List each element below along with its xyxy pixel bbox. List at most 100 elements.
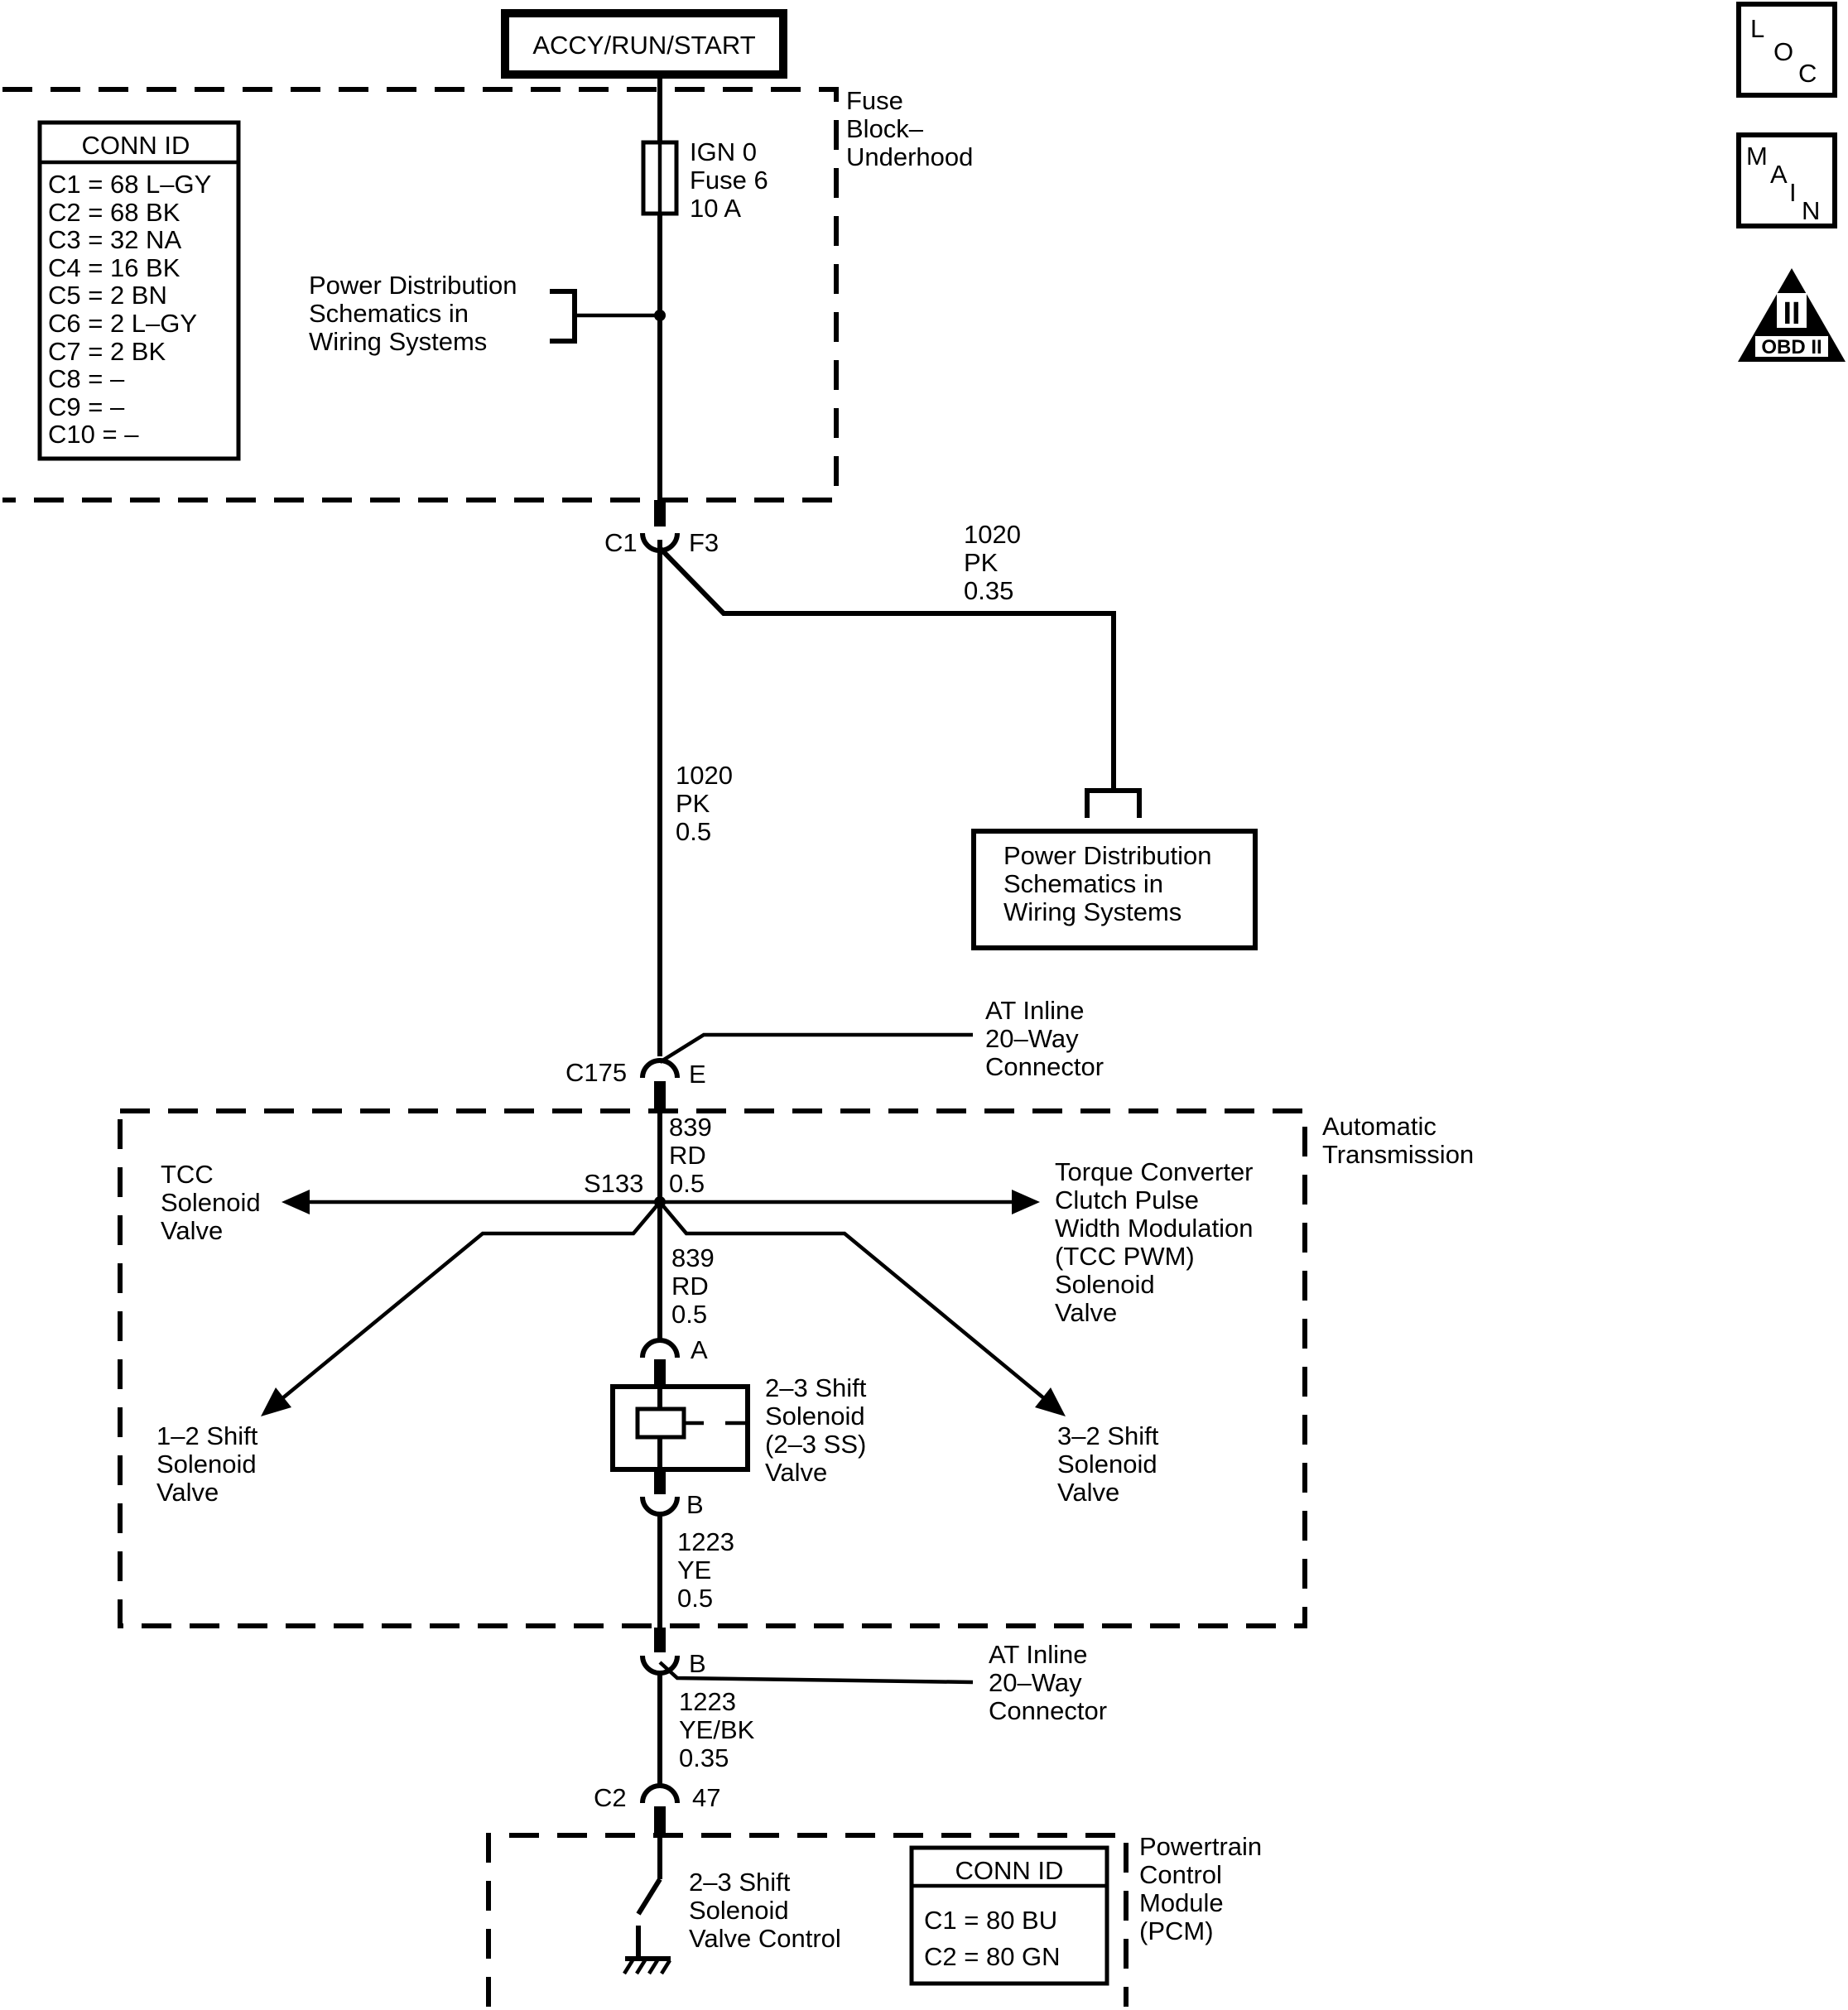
pcm-label-2: Control (1139, 1860, 1222, 1889)
solenoid-23-label-1: 2–3 Shift (765, 1373, 867, 1402)
power-dist-ref-line-2: Schematics in (309, 299, 469, 328)
pcm-control-label-3: Valve Control (689, 1924, 841, 1953)
obd-ii-badge: II OBD II (1738, 268, 1846, 362)
shift-12-label-2: Solenoid (156, 1450, 257, 1479)
wire-839-top-circuit: 839 (669, 1113, 712, 1142)
fuse-block-conn-id-table: CONN ID C1 = 68 L–GY C2 = 68 BK C3 = 32 … (37, 120, 241, 461)
fuse-block-label-2: Block– (846, 114, 924, 143)
solenoid-23-label-3: (2–3 SS) (765, 1430, 866, 1459)
pcm-pin-47: 47 (692, 1783, 720, 1812)
pcm-conn-id-table: CONN ID C1 = 80 BU C2 = 80 GN (909, 1845, 1109, 1986)
arrow-32-shift (1035, 1387, 1066, 1416)
pcm-switch-to-ground (623, 1834, 671, 1975)
wire-yebk-color: YE/BK (679, 1715, 755, 1744)
wire-branch-circuit: 1020 (964, 520, 1021, 549)
pin-a-label: A (691, 1335, 708, 1364)
fuse-block-label-3: Underhood (846, 142, 973, 171)
main-badge: M A I N (1736, 132, 1837, 228)
loc-letter-o: O (1773, 37, 1793, 66)
tcc-label-2: Solenoid (161, 1188, 261, 1217)
main-letter-a: A (1770, 160, 1788, 189)
at-label-1: Automatic (1322, 1112, 1437, 1141)
pcm-label-4: (PCM) (1139, 1916, 1214, 1945)
power-dist-box-line-3: Wiring Systems (1003, 897, 1181, 926)
power-source-box: ACCY/RUN/START (501, 9, 787, 79)
pcm-c2-label: C2 (594, 1783, 627, 1812)
obd-ii-text: OBD II (1761, 336, 1822, 358)
arrow-tcc (282, 1190, 310, 1214)
pcm-enclosure: Powertrain Control Module (PCM) (486, 1832, 1262, 2007)
conn-id-title: CONN ID (82, 131, 190, 160)
power-distribution-box: Power Distribution Schematics in Wiring … (971, 829, 1258, 950)
conn-id-row: C4 = 16 BK (48, 253, 180, 282)
inline-bottom-label-3: Connector (989, 1696, 1107, 1725)
power-dist-box-line-1: Power Distribution (1003, 841, 1212, 870)
inline-top-label-1: AT Inline (985, 996, 1084, 1025)
conn-id-row: C2 = 68 BK (48, 198, 180, 227)
tcc-pwm-label-1: Torque Converter (1055, 1157, 1254, 1186)
pcm-conn-id-row: C1 = 80 BU (924, 1906, 1057, 1935)
wire-main-circuit: 1020 (676, 761, 733, 790)
power-source-label: ACCY/RUN/START (532, 31, 755, 60)
wire-yebk-gauge: 0.35 (679, 1743, 729, 1772)
wire-1223-circuit: 1223 (677, 1527, 734, 1556)
main-letter-n: N (1802, 196, 1820, 225)
f3-label: F3 (689, 528, 719, 557)
pcm-control-label-2: Solenoid (689, 1896, 789, 1925)
fuse-name: IGN 0 (690, 137, 757, 166)
power-dist-ref-line-1: Power Distribution (309, 271, 517, 300)
wire-839-bottom-color: RD (671, 1272, 709, 1301)
wire-839-bottom-gauge: 0.5 (671, 1300, 707, 1329)
tcc-pwm-label-6: Valve (1055, 1298, 1117, 1327)
loc-letter-l: L (1750, 14, 1764, 43)
conn-id-row: C6 = 2 L–GY (48, 309, 197, 338)
connector-pcm-c2: C2 47 (594, 1783, 720, 1834)
c1-label: C1 (604, 528, 638, 557)
wire-839-top-color: RD (669, 1141, 706, 1170)
main-letter-i: I (1789, 178, 1797, 207)
conn-id-row: C3 = 32 NA (48, 225, 181, 254)
arrow-tcc-pwm (1012, 1190, 1040, 1214)
solenoid-23-valve: 2–3 Shift Solenoid (2–3 SS) Valve (610, 1373, 867, 1487)
main-letter-m: M (1746, 142, 1768, 171)
shift-32-label-1: 3–2 Shift (1057, 1421, 1159, 1450)
wire-yebk-circuit: 1223 (679, 1687, 736, 1716)
arrow-12-shift (261, 1387, 291, 1416)
obd-ii-numeral: II (1783, 296, 1800, 331)
shift-12-label-1: 1–2 Shift (156, 1421, 258, 1450)
inline-top-label-3: Connector (985, 1052, 1104, 1081)
power-dist-box-line-2: Schematics in (1003, 869, 1163, 898)
wire-1020-branch (657, 546, 1116, 791)
tcc-pwm-label-2: Clutch Pulse (1055, 1185, 1199, 1214)
pcm-conn-id-row: C2 = 80 GN (924, 1942, 1061, 1971)
at-label-2: Transmission (1322, 1140, 1474, 1169)
splice-label: S133 (584, 1169, 643, 1198)
inline-bottom-label-1: AT Inline (989, 1640, 1087, 1669)
shift-32-label-2: Solenoid (1057, 1450, 1157, 1479)
wire-main-color: PK (676, 789, 710, 818)
solenoid-23-pin-b: B (640, 1469, 704, 1519)
solenoid-23-label-2: Solenoid (765, 1402, 865, 1431)
fuse-block-label-1: Fuse (846, 86, 903, 115)
fuse-symbol: IGN 0 Fuse 6 10 A (641, 137, 768, 223)
automatic-transmission-enclosure: Automatic Transmission (118, 1108, 1474, 1628)
pin-b-label: B (686, 1490, 704, 1519)
power-dist-box-connector (1085, 788, 1142, 818)
tcc-label-1: TCC (161, 1160, 214, 1189)
pcm-control-label-1: 2–3 Shift (689, 1868, 791, 1897)
fuse-rating: 10 A (690, 194, 741, 223)
loc-letter-c: C (1798, 59, 1817, 88)
tcc-pwm-label-3: Width Modulation (1055, 1214, 1254, 1243)
tcc-pwm-label-4: (TCC PWM) (1055, 1242, 1195, 1271)
wire-12-shift (280, 1200, 662, 1401)
wire-839-bottom-circuit: 839 (671, 1243, 715, 1272)
conn-id-row: C7 = 2 BK (48, 337, 166, 366)
wire-branch-color: PK (964, 548, 999, 577)
shift-12-label-3: Valve (156, 1478, 219, 1507)
tcc-pwm-label-5: Solenoid (1055, 1270, 1155, 1299)
pcm-label-3: Module (1139, 1888, 1224, 1917)
c175-pin: E (689, 1060, 706, 1089)
inline-bottom-label-2: 20–Way (989, 1668, 1082, 1697)
wire-branch-gauge: 0.35 (964, 576, 1013, 605)
